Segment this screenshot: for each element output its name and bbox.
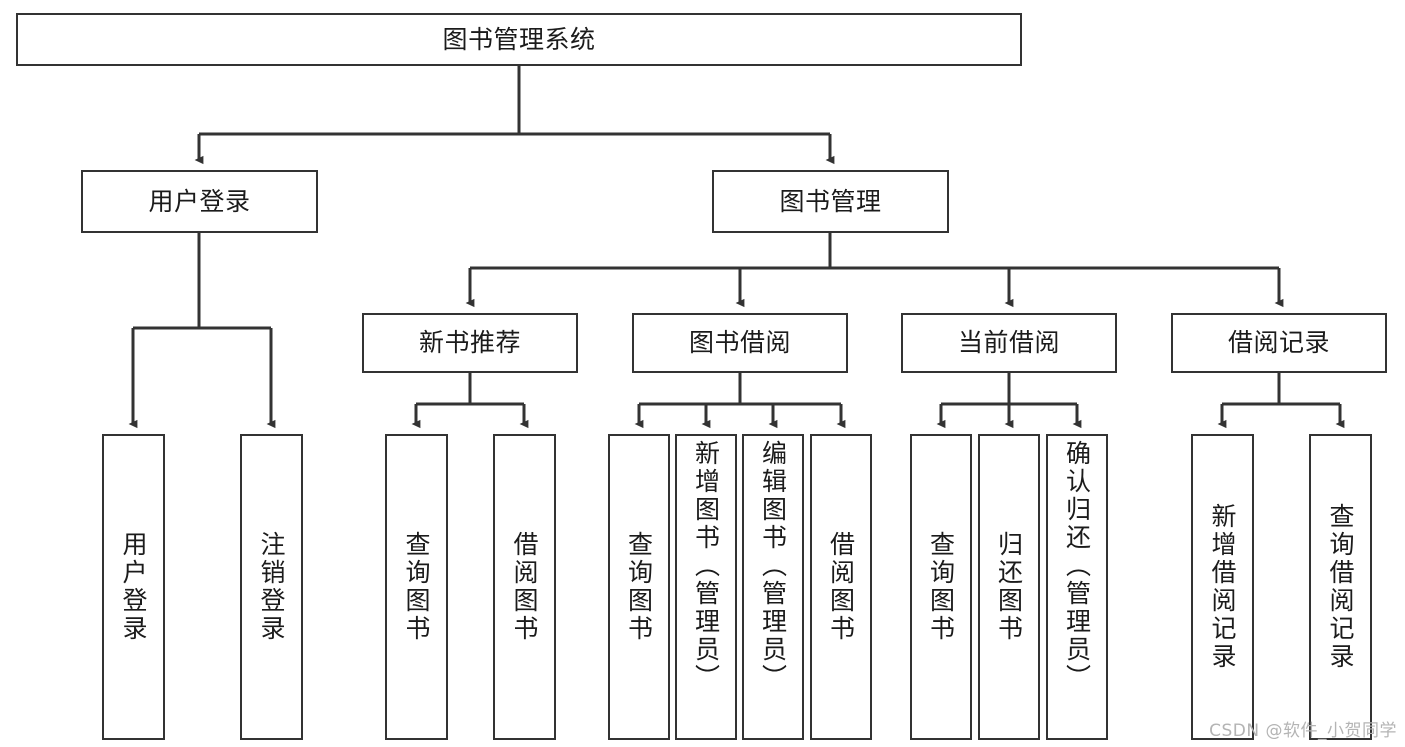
node-new-book-recommend-label: 新书推荐 bbox=[418, 328, 521, 358]
node-leaf-borrow-book-2-label: 借阅图书 bbox=[826, 531, 856, 643]
node-user-login[interactable]: 用户登录 bbox=[81, 170, 318, 233]
node-leaf-query-book-1[interactable]: 查询图书 bbox=[385, 434, 448, 740]
node-root[interactable]: 图书管理系统 bbox=[16, 13, 1022, 66]
node-leaf-query-book-3[interactable]: 查询图书 bbox=[910, 434, 972, 740]
node-book-management[interactable]: 图书管理 bbox=[712, 170, 949, 233]
node-root-label: 图书管理系统 bbox=[442, 24, 596, 54]
node-leaf-borrow-book-1-label: 借阅图书 bbox=[510, 531, 539, 643]
node-leaf-add-book-label: 新增图书（管理员） bbox=[691, 440, 721, 692]
node-leaf-user-logout-label: 注销登录 bbox=[257, 531, 286, 643]
node-leaf-query-book-2[interactable]: 查询图书 bbox=[608, 434, 670, 740]
node-leaf-query-book-1-label: 查询图书 bbox=[402, 531, 431, 643]
node-leaf-add-book[interactable]: 新增图书（管理员） bbox=[675, 434, 737, 740]
node-leaf-query-book-3-label: 查询图书 bbox=[926, 531, 956, 643]
node-leaf-query-record-label: 查询借阅记录 bbox=[1326, 503, 1355, 671]
node-leaf-edit-book-label: 编辑图书（管理员） bbox=[758, 440, 788, 692]
node-leaf-add-record-label: 新增借阅记录 bbox=[1208, 503, 1237, 671]
node-leaf-borrow-book-2[interactable]: 借阅图书 bbox=[810, 434, 872, 740]
node-current-borrow-label: 当前借阅 bbox=[957, 328, 1060, 358]
node-leaf-add-record[interactable]: 新增借阅记录 bbox=[1191, 434, 1254, 740]
node-book-management-label: 图书管理 bbox=[779, 186, 882, 216]
csdn-watermark: CSDN @软件_小贺同学 bbox=[1209, 721, 1397, 741]
node-new-book-recommend[interactable]: 新书推荐 bbox=[362, 313, 578, 373]
node-current-borrow[interactable]: 当前借阅 bbox=[901, 313, 1117, 373]
node-leaf-borrow-book-1[interactable]: 借阅图书 bbox=[493, 434, 556, 740]
node-leaf-user-login[interactable]: 用户登录 bbox=[102, 434, 165, 740]
node-leaf-user-login-label: 用户登录 bbox=[119, 531, 148, 643]
node-book-borrow[interactable]: 图书借阅 bbox=[632, 313, 848, 373]
node-leaf-confirm-return-label: 确认归还（管理员） bbox=[1062, 440, 1092, 692]
node-leaf-return-book[interactable]: 归还图书 bbox=[978, 434, 1040, 740]
node-leaf-return-book-label: 归还图书 bbox=[994, 531, 1024, 643]
node-book-borrow-label: 图书借阅 bbox=[688, 328, 791, 358]
node-borrow-record[interactable]: 借阅记录 bbox=[1171, 313, 1387, 373]
node-leaf-user-logout[interactable]: 注销登录 bbox=[240, 434, 303, 740]
node-leaf-query-book-2-label: 查询图书 bbox=[624, 531, 654, 643]
node-leaf-confirm-return[interactable]: 确认归还（管理员） bbox=[1046, 434, 1108, 740]
node-borrow-record-label: 借阅记录 bbox=[1227, 328, 1330, 358]
node-user-login-label: 用户登录 bbox=[148, 186, 251, 216]
node-leaf-edit-book[interactable]: 编辑图书（管理员） bbox=[742, 434, 804, 740]
node-leaf-query-record[interactable]: 查询借阅记录 bbox=[1309, 434, 1372, 740]
